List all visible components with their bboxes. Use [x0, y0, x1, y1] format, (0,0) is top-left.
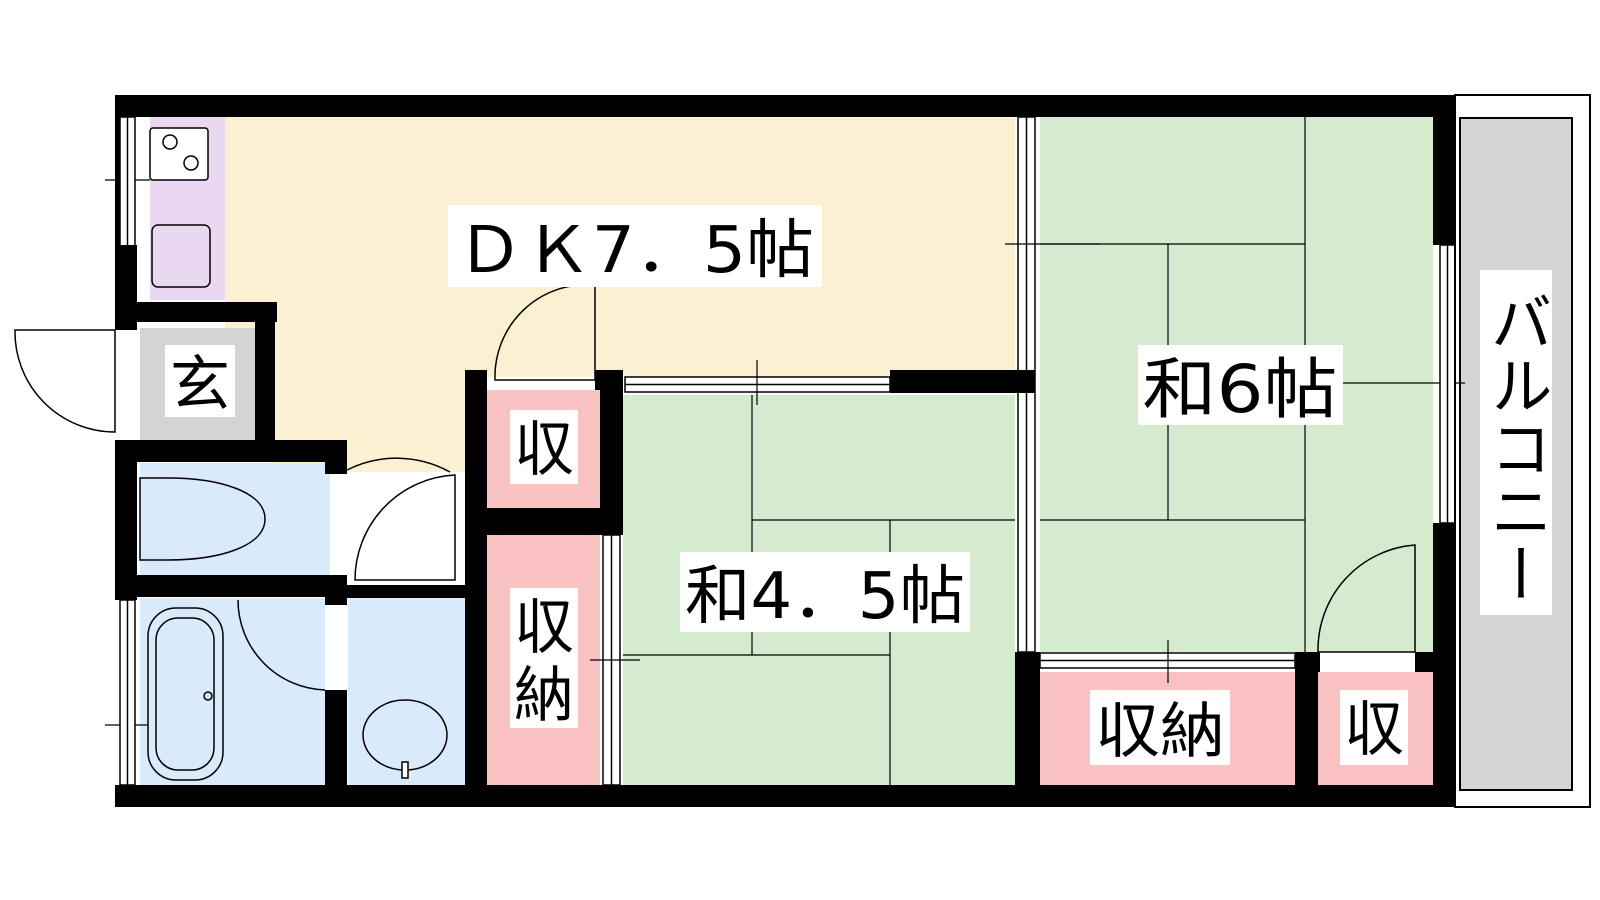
- toilet-right-wall: [325, 462, 347, 474]
- storage-top-wall-right: [595, 370, 623, 390]
- bathtub-icon: [147, 607, 224, 781]
- genkan-label: 玄: [170, 350, 230, 420]
- corridor-wall: [465, 370, 487, 785]
- outer-wall-left-3: [115, 440, 137, 600]
- storage-tall-label-1: 収: [514, 593, 574, 663]
- bedroom-divider-bottom: [1015, 652, 1040, 807]
- storage-small-right-label: 収: [1344, 695, 1404, 765]
- outer-wall-left-4: [115, 785, 137, 807]
- dk-bottom-wall: [890, 370, 1035, 393]
- toilet-icon: [139, 477, 266, 561]
- balcony-frame: [1454, 94, 1591, 808]
- kitchen-wall: [137, 302, 277, 322]
- bath-right-wall-bottom: [325, 690, 347, 785]
- sink-icon: [151, 224, 211, 288]
- dk-label: ＤＫ7．5帖: [456, 214, 814, 288]
- storage-small-left-label: 収: [514, 415, 574, 485]
- closet-top-wall: [1295, 652, 1320, 672]
- outer-wall-bottom: [115, 785, 1455, 807]
- fixtures: [139, 127, 448, 781]
- outer-wall-left-1: [115, 95, 120, 245]
- stove-icon: [149, 127, 209, 181]
- genkan-right-wall: [255, 322, 275, 440]
- washitsu45-label: 和4．5帖: [685, 560, 965, 634]
- closet-top-right: [1415, 652, 1435, 672]
- washroom-door: [354, 474, 456, 581]
- floor-fills: [140, 117, 1572, 790]
- washitsu6-label: 和6帖: [1143, 351, 1338, 428]
- room-labels: ＤＫ7．5帖 和6帖 和4．5帖 玄 収 収 納 収納 収 バルコニー: [165, 205, 1553, 767]
- closet-divider: [1295, 652, 1318, 807]
- entrance-door: [14, 329, 116, 433]
- doors: [14, 283, 1416, 691]
- toilet-bottom-wall: [137, 575, 347, 597]
- balcony-label: バルコニー: [1480, 290, 1553, 605]
- closet-door-right: [1317, 544, 1416, 653]
- toilet-top-wall: [137, 440, 347, 462]
- outer-wall-top: [115, 95, 1455, 117]
- storage-bottom-label: 収納: [1095, 697, 1225, 767]
- storage-top-wall-left: [465, 370, 487, 390]
- outer-wall-left-2: [115, 245, 137, 330]
- walls: [115, 95, 1455, 807]
- storage-right-wall: [600, 370, 623, 535]
- outer-wall-right-bottom: [1433, 523, 1455, 807]
- washbasin-icon: [362, 699, 448, 771]
- bath-door: [237, 599, 326, 691]
- toilet-door: [346, 457, 451, 473]
- storage-tall-label-2: 納: [514, 661, 574, 731]
- bath-right-wall-top: [325, 597, 347, 605]
- outer-wall-right-top: [1433, 95, 1455, 245]
- washroom-top-wall: [347, 585, 467, 598]
